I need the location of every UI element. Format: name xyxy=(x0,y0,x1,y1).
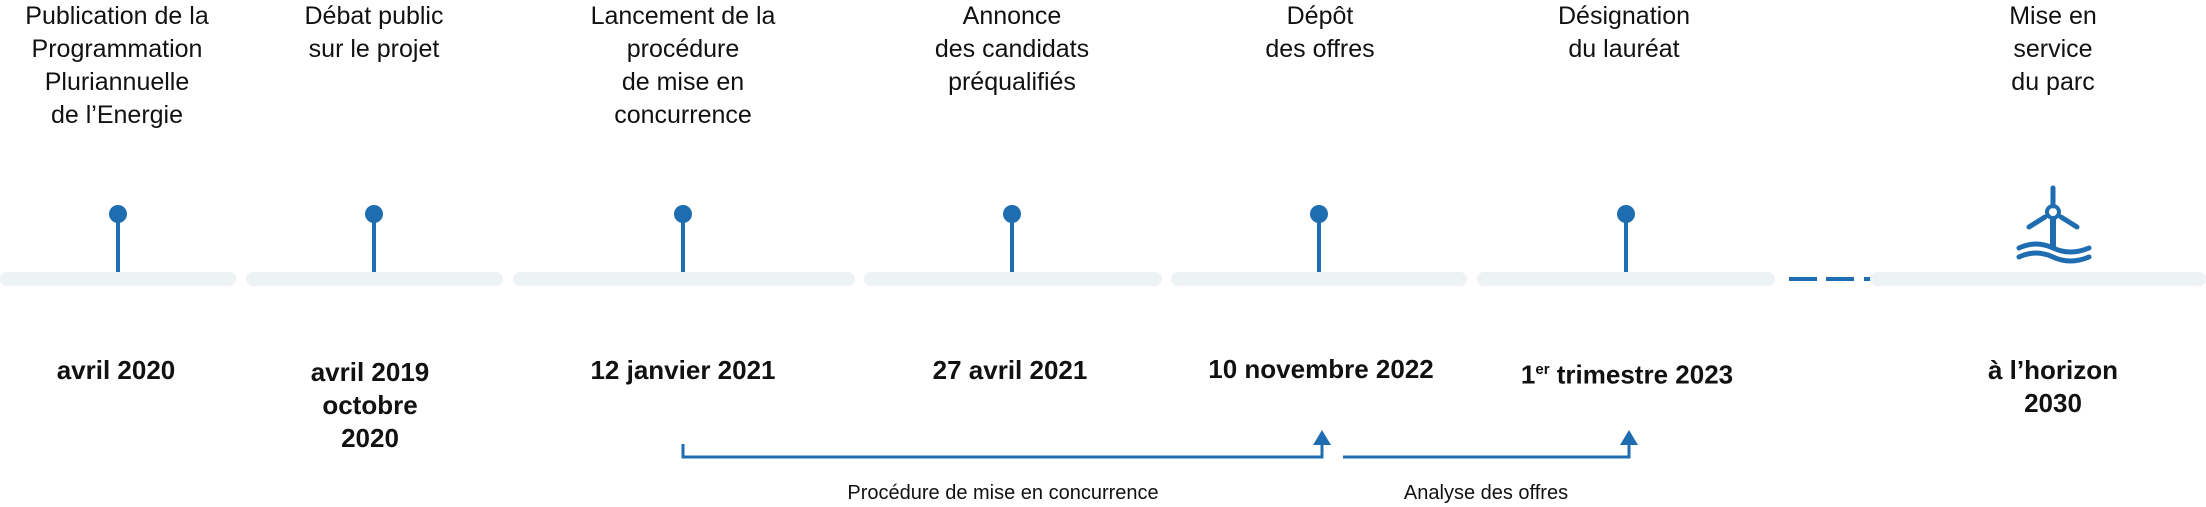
milestone-label-mise-en-service: Mise en service du parc xyxy=(2009,2,2097,96)
date-prefix: 1 xyxy=(1520,359,1536,390)
bracket-label-procedure: Procédure de mise en concurrence xyxy=(847,482,1159,504)
milestone-pin xyxy=(1310,205,1328,223)
timeline-segment xyxy=(1171,272,1467,286)
milestone-stem xyxy=(1010,222,1014,272)
milestone-label-lancement: Lancement de la procédure de mise en con… xyxy=(590,2,776,129)
milestone-pin xyxy=(365,205,383,223)
timeline-segment xyxy=(513,272,855,286)
milestone-date-debat-public: avril 2019 octobre 2020 xyxy=(310,357,430,453)
milestone-stem xyxy=(372,222,376,272)
timeline-dash xyxy=(1826,277,1854,281)
milestone-stem xyxy=(681,222,685,272)
bracket-procedure xyxy=(681,437,1324,459)
milestone-label-ppe: Publication de la Programmation Pluriann… xyxy=(25,2,209,129)
wind-turbine-icon xyxy=(2016,185,2092,264)
milestone-stem xyxy=(1624,222,1628,272)
bracket-analyse xyxy=(1343,437,1631,459)
timeline-segment xyxy=(1477,272,1775,286)
milestone-pin xyxy=(109,205,127,223)
milestone-stem xyxy=(116,222,120,272)
timeline-dash xyxy=(1789,277,1817,281)
milestone-date-annonce: 27 avril 2021 xyxy=(932,355,1088,385)
milestone-stem xyxy=(1317,222,1321,272)
date-text: trimestre 2023 xyxy=(1549,359,1734,390)
timeline-segment xyxy=(864,272,1162,286)
milestone-date-mise-en-service: à l’horizon 2030 xyxy=(1988,355,2118,418)
arrow-up-icon xyxy=(1313,430,1331,445)
timeline-segment xyxy=(0,272,236,286)
arrow-up-icon xyxy=(1620,430,1638,445)
milestone-label-depot: Dépôt des offres xyxy=(1265,2,1375,63)
timeline-segment xyxy=(246,272,503,286)
date-superscript: er xyxy=(1535,361,1550,378)
milestone-label-annonce: Annonce des candidats préqualifiés xyxy=(934,2,1090,96)
bracket-label-analyse: Analyse des offres xyxy=(1403,482,1569,504)
milestone-date-ppe: avril 2020 xyxy=(56,355,176,385)
milestone-label-debat-public: Débat public sur le projet xyxy=(304,2,444,63)
timeline-segment xyxy=(1870,272,2206,286)
milestone-date-lancement: 12 janvier 2021 xyxy=(590,355,776,385)
milestone-pin xyxy=(1003,205,1021,223)
milestone-pin xyxy=(1617,205,1635,223)
milestone-label-designation: Désignation du lauréat xyxy=(1557,2,1691,63)
milestone-pin xyxy=(674,205,692,223)
milestone-date-depot: 10 novembre 2022 xyxy=(1208,354,1434,384)
milestone-date-designation: 1er trimestre 2023 xyxy=(1521,353,1733,392)
